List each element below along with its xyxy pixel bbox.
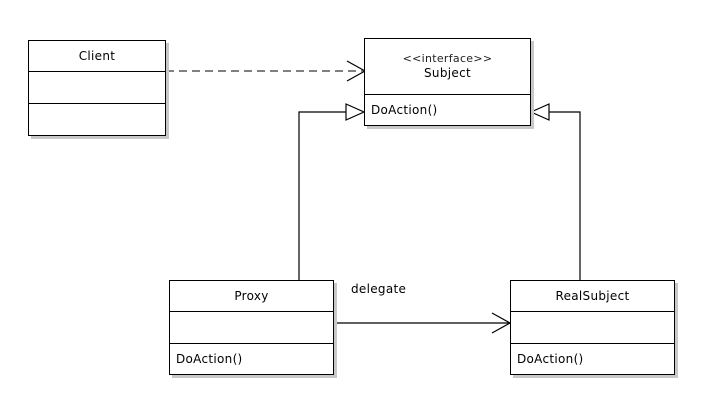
class-subject[interactable]: <<interface>> Subject DoAction(): [364, 38, 531, 126]
delegate-label: delegate: [351, 282, 407, 296]
class-realsubject-name: RealSubject: [555, 288, 630, 303]
realization-proxy-subject: [298, 103, 366, 280]
class-realsubject[interactable]: RealSubject DoAction(): [510, 280, 675, 375]
class-proxy-operations-compartment: DoAction(): [170, 344, 333, 374]
association-proxy-realsubject: [334, 312, 512, 334]
class-subject-stereotype: <<interface>>: [402, 52, 493, 65]
realization-realsubject-subject: [529, 103, 581, 280]
class-subject-name: Subject: [424, 66, 471, 80]
class-proxy[interactable]: Proxy DoAction(): [169, 280, 334, 375]
class-proxy-operation: DoAction(): [176, 352, 243, 366]
class-realsubject-operations-compartment: DoAction(): [511, 344, 674, 374]
class-subject-name-compartment: <<interface>> Subject: [365, 39, 530, 95]
class-subject-operations-compartment: DoAction(): [365, 95, 530, 125]
dependency-client-subject: [166, 60, 367, 82]
class-client[interactable]: Client: [28, 40, 166, 136]
class-realsubject-attributes-compartment: [511, 312, 674, 344]
class-subject-operation: DoAction(): [371, 103, 438, 117]
class-proxy-name: Proxy: [234, 288, 269, 303]
class-client-name-compartment: Client: [29, 41, 165, 72]
class-client-attributes-compartment: [29, 72, 165, 104]
class-proxy-name-compartment: Proxy: [170, 281, 333, 312]
class-client-operations-compartment: [29, 104, 165, 135]
class-realsubject-name-compartment: RealSubject: [511, 281, 674, 312]
class-client-name: Client: [78, 48, 116, 63]
class-realsubject-operation: DoAction(): [517, 352, 584, 366]
class-proxy-attributes-compartment: [170, 312, 333, 344]
